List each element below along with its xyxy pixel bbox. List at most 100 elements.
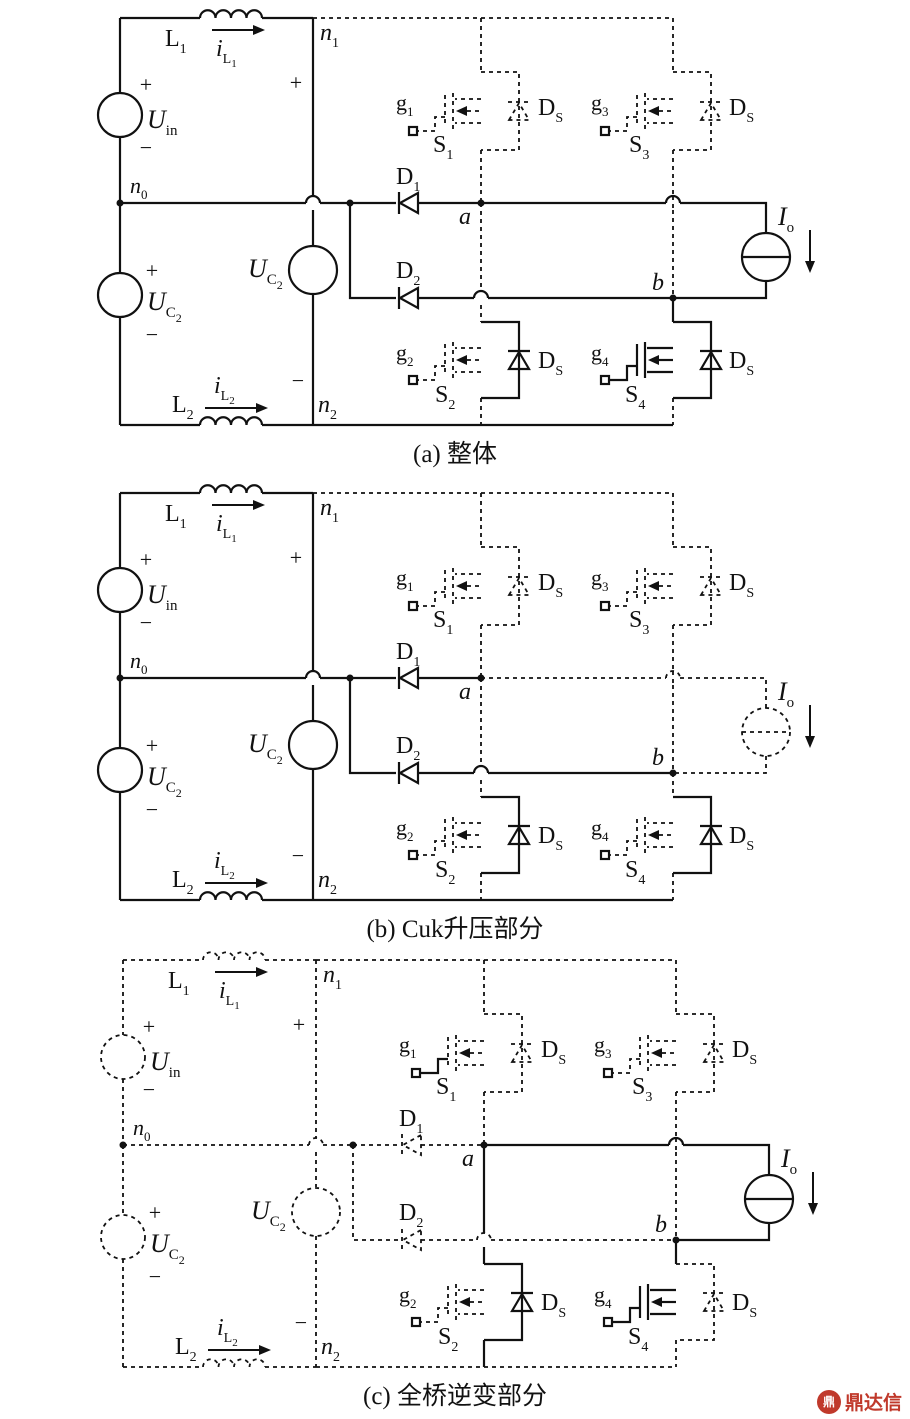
label-L2: L2 (175, 1334, 197, 1365)
wire-crossover (472, 764, 490, 774)
label-UC2-left: UC2 (150, 1229, 185, 1267)
label-DS3: DS (729, 570, 754, 601)
label-DS4: DS (729, 823, 754, 854)
label-g3: g3 (591, 90, 609, 119)
label-S1: S1 (433, 132, 453, 163)
label-Uin: Uin (147, 105, 178, 139)
junction-a (480, 1141, 488, 1149)
label-UC2-mid: UC2 (251, 1196, 286, 1234)
label-n0: n0 (130, 173, 148, 202)
label-D2: D2 (396, 258, 420, 289)
label-L1: L1 (168, 968, 190, 999)
label-n1: n1 (323, 962, 342, 993)
switch-S4 (599, 320, 723, 400)
arrow-iL1 (212, 500, 265, 510)
arrow-Io (805, 230, 815, 273)
switch-S3 (599, 546, 723, 626)
junction-n0 (116, 674, 124, 682)
label-n2: n2 (318, 392, 337, 423)
wire-crossover (304, 194, 322, 204)
switch-S4-diode (699, 349, 723, 371)
switch-S2 (407, 795, 531, 875)
label-UC2-mid: UC2 (248, 254, 283, 292)
label-g3: g3 (591, 565, 609, 594)
inductor-L1 (202, 951, 266, 961)
switch-S3 (602, 1013, 726, 1093)
label-L1: L1 (165, 26, 187, 57)
switch-S1 (407, 71, 531, 151)
sign-minus-mid: − (292, 843, 304, 868)
inductor-L2 (198, 416, 264, 426)
wire-crossover (476, 1232, 492, 1241)
sign-minus-Uin: − (140, 135, 152, 160)
label-S3: S3 (629, 607, 649, 638)
sign-minus-UC2: − (146, 797, 158, 822)
wire-d2-left (348, 678, 396, 775)
arrow-Io (808, 1172, 818, 1215)
label-DS1: DS (538, 570, 563, 601)
sign-plus-UC2: + (149, 1200, 161, 1225)
sign-plus-top: + (290, 70, 302, 95)
label-Io: Io (777, 202, 794, 236)
label-b: b (652, 745, 664, 771)
voltage-source-UC2 (100, 1214, 146, 1260)
label-DS1: DS (541, 1037, 566, 1068)
switch-S3 (599, 71, 723, 151)
voltage-source-C (291, 1187, 341, 1237)
arrow-iL2 (208, 1345, 271, 1355)
junction-n0 (116, 199, 124, 207)
diode-D1 (401, 1133, 422, 1157)
inductor-L1 (198, 484, 264, 494)
wire-crossover (304, 669, 322, 679)
voltage-source-UC2 (96, 746, 144, 794)
label-D1: D1 (396, 639, 420, 670)
label-S2: S2 (438, 1324, 458, 1355)
junction-a (477, 674, 485, 682)
label-iL2: iL2 (214, 848, 235, 882)
wire-b-out (673, 756, 767, 774)
label-L2: L2 (172, 392, 194, 423)
caption-a: (a) 整体 (413, 441, 497, 468)
label-DS2: DS (538, 823, 563, 854)
diode-D1 (397, 191, 420, 215)
label-iL2: iL2 (214, 373, 235, 407)
voltage-source-C (287, 719, 339, 771)
switch-S2-diode (507, 824, 531, 846)
junction-n0 (119, 1141, 127, 1149)
label-Io: Io (780, 1144, 797, 1178)
arrow-iL2 (205, 878, 268, 888)
sign-minus-mid: − (295, 1310, 307, 1335)
label-UC2-mid: UC2 (248, 729, 283, 767)
sign-plus-Uin: + (143, 1014, 155, 1039)
label-iL1: iL1 (219, 978, 240, 1012)
inductor-L2 (198, 891, 264, 901)
switch-S3-diode (699, 101, 723, 121)
wire-a-out-right (680, 201, 768, 233)
sign-minus-Uin: − (140, 610, 152, 635)
label-DS4: DS (732, 1290, 757, 1321)
label-g1: g1 (396, 90, 414, 119)
inductor-L1 (198, 9, 264, 19)
wire-d2-left (352, 1145, 399, 1241)
label-a: a (459, 679, 471, 705)
label-S1: S1 (436, 1074, 456, 1105)
label-DS3: DS (729, 95, 754, 126)
label-n0: n0 (130, 648, 148, 677)
wire-crossover (308, 1137, 324, 1146)
label-g3: g3 (594, 1032, 612, 1061)
wire-b-out (676, 1223, 771, 1242)
label-g2: g2 (399, 1282, 417, 1311)
label-S4: S4 (625, 382, 645, 413)
wire-a-out-right (680, 677, 767, 708)
label-DS2: DS (541, 1290, 566, 1321)
arrow-iL1 (215, 967, 268, 977)
label-L2: L2 (172, 867, 194, 898)
watermark: 鼎 鼎达信 (816, 1388, 902, 1415)
diode-D2 (401, 1228, 422, 1252)
watermark-logo-icon: 鼎 (816, 1389, 841, 1414)
wire-d2-left (348, 203, 396, 300)
label-g1: g1 (399, 1032, 417, 1061)
arrow-iL1 (212, 25, 265, 35)
